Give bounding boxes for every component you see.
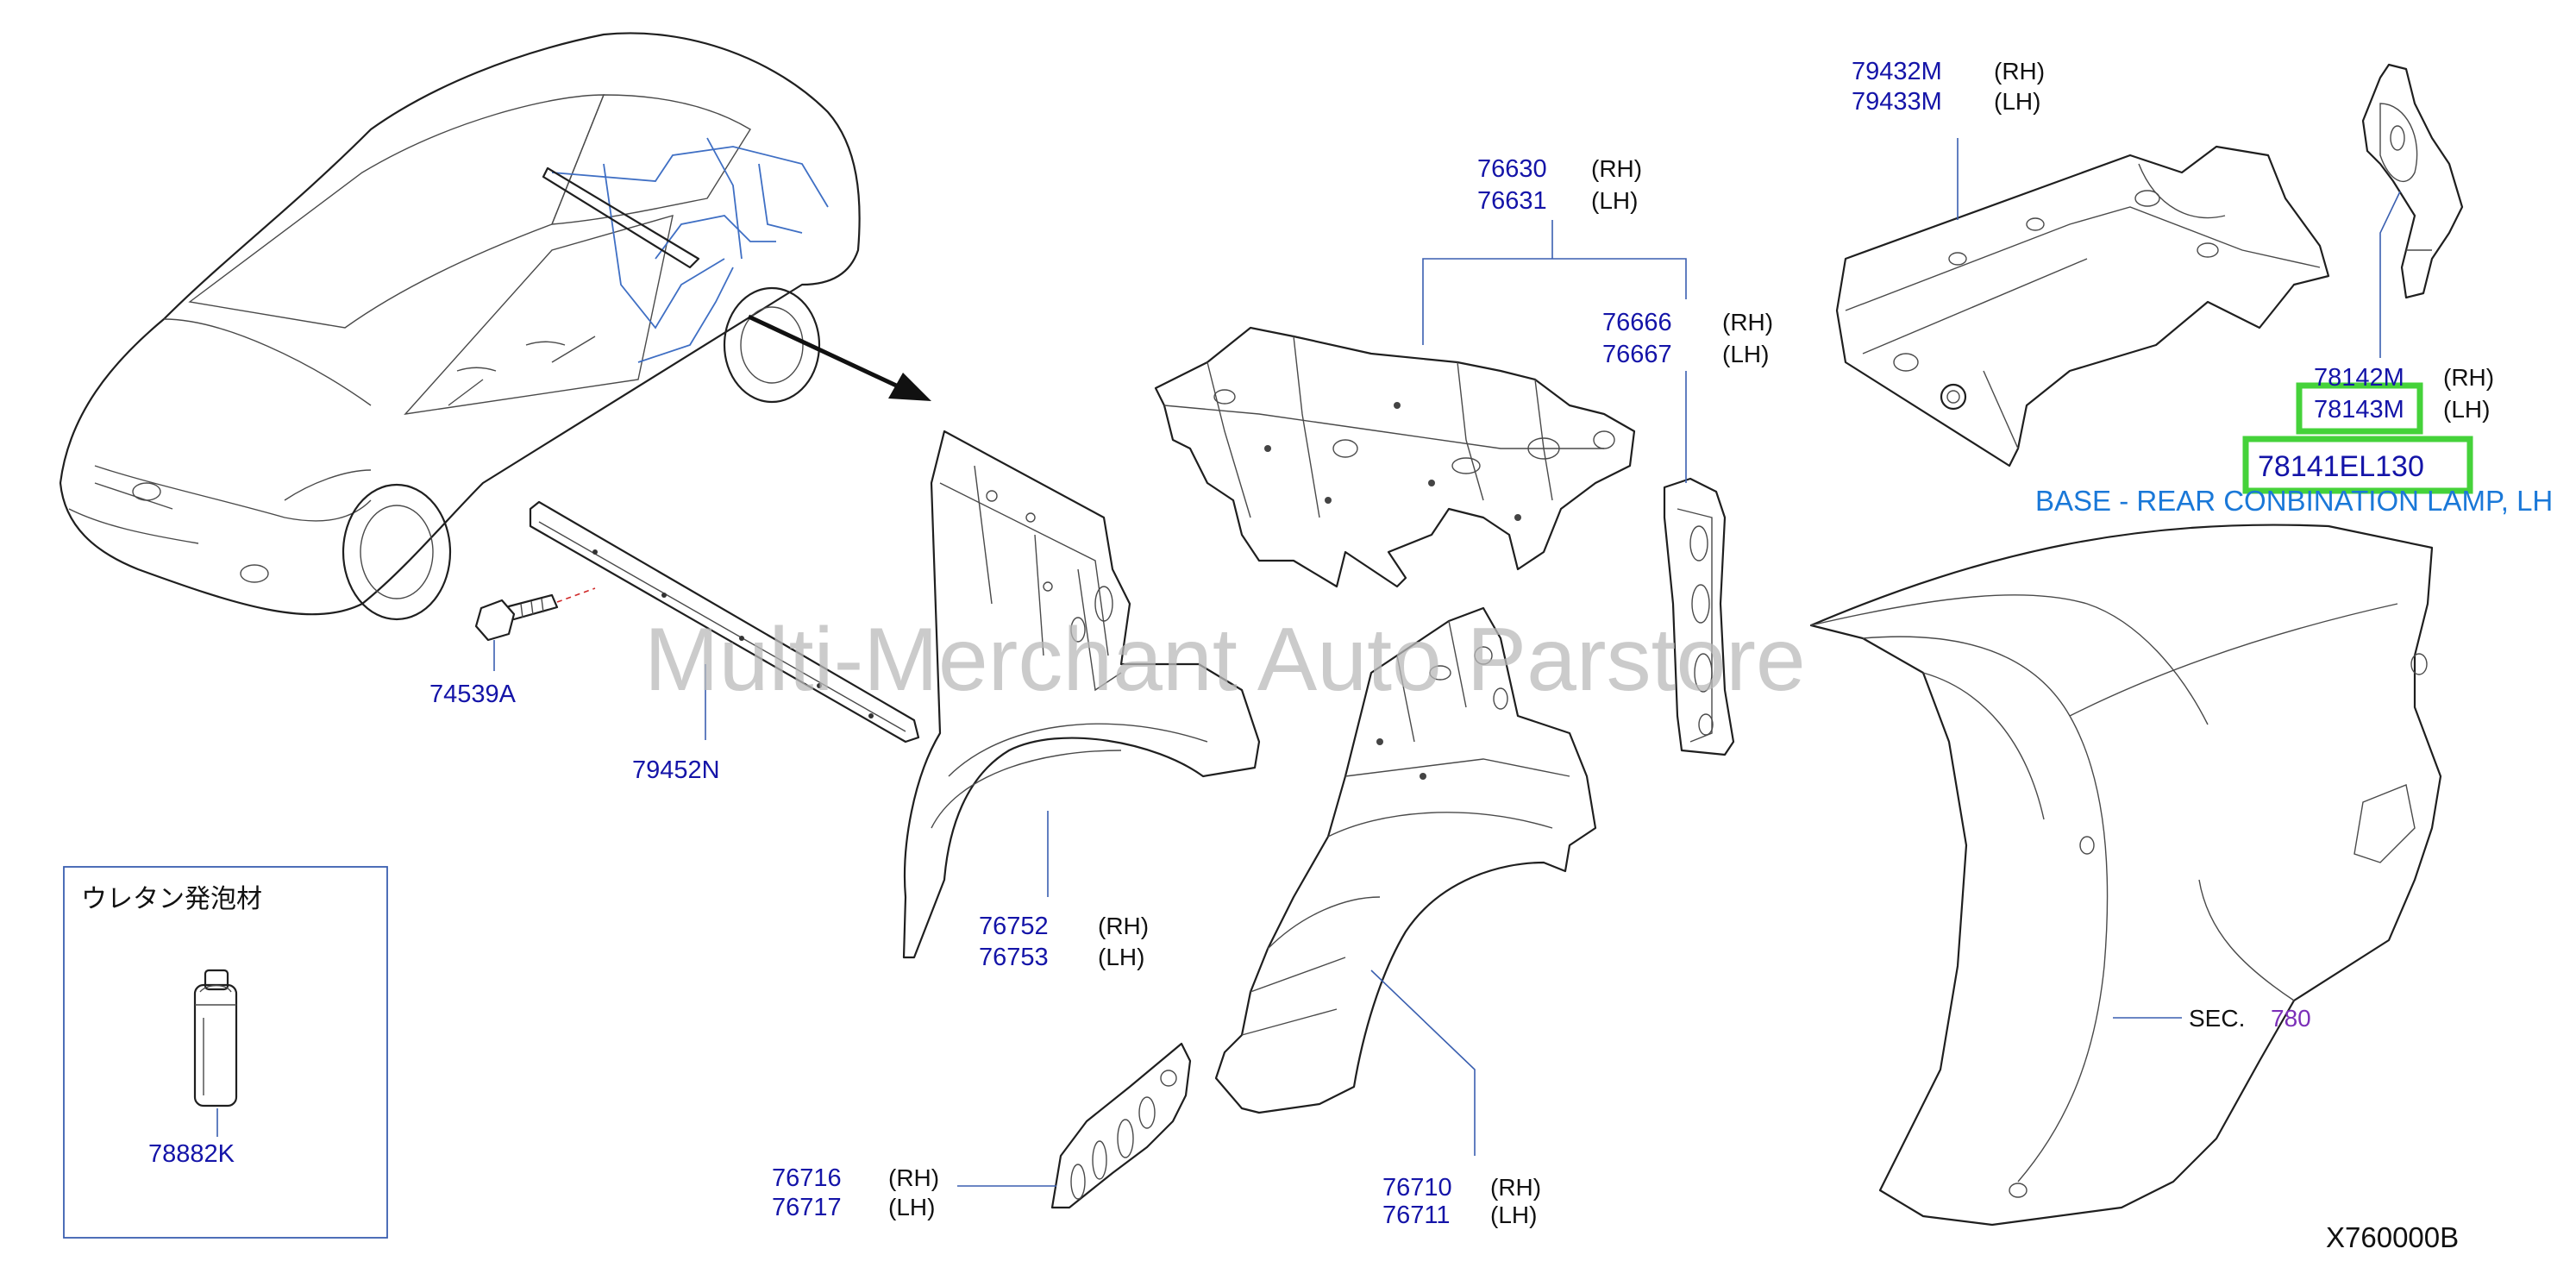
section-number-link[interactable]: 780: [2271, 1005, 2311, 1032]
label-76716-side: (RH): [888, 1164, 939, 1191]
label-76631-side: (LH): [1591, 187, 1638, 214]
label-79432m[interactable]: 79432M: [1852, 58, 1942, 85]
label-79432m-side: (RH): [1994, 58, 2045, 85]
label-76711[interactable]: 76711: [1382, 1202, 1451, 1229]
highlight-box-78143m: [2296, 382, 2423, 435]
label-79433m-side: (LH): [1994, 88, 2040, 115]
label-76716[interactable]: 76716: [772, 1164, 842, 1192]
label-76753[interactable]: 76753: [979, 944, 1049, 971]
label-76666[interactable]: 76666: [1602, 309, 1672, 336]
label-76710[interactable]: 76710: [1382, 1174, 1452, 1202]
car-overview: [59, 32, 861, 621]
label-76710-side: (RH): [1490, 1174, 1541, 1201]
label-76753-side: (LH): [1098, 944, 1144, 970]
highlight-box-78141el130: [2242, 436, 2473, 494]
label-79452n[interactable]: 79452N: [632, 756, 720, 784]
part-wheelhouse-inner: [1214, 606, 1597, 1156]
selected-part-number[interactable]: 78141EL130: [2258, 450, 2424, 483]
label-76666-side: (RH): [1722, 309, 1773, 336]
label-74539a[interactable]: 74539A: [429, 681, 517, 708]
label-78142m-side: (RH): [2443, 364, 2494, 391]
label-78143m-side: (LH): [2443, 396, 2490, 423]
pointer-arrow: [747, 314, 931, 401]
part-body-side-outer: [1809, 524, 2442, 1227]
foam-can: [193, 969, 238, 1107]
part-rear-floor: [1835, 138, 2330, 467]
part-pillar-reinforcement: [1663, 371, 1735, 756]
label-76717-side: (LH): [888, 1194, 935, 1220]
label-78882k[interactable]: 78882K: [148, 1140, 235, 1168]
label-76630[interactable]: 76630: [1477, 155, 1547, 183]
inset-caption: ウレタン発泡材: [81, 885, 262, 913]
label-76752[interactable]: 76752: [979, 913, 1049, 940]
label-76667-side: (LH): [1722, 341, 1769, 367]
label-76631[interactable]: 76631: [1477, 187, 1547, 215]
label-79433m[interactable]: 79433M: [1852, 88, 1942, 116]
part-rail: [529, 500, 920, 744]
section-label: SEC.: [2189, 1005, 2245, 1032]
diagram-code: X760000B: [2326, 1221, 2459, 1253]
label-78143m[interactable]: 78143M: [2314, 396, 2404, 424]
selected-part-description: BASE - REAR CONBINATION LAMP, LH: [2035, 485, 2553, 517]
label-76752-side: (RH): [1098, 913, 1149, 939]
part-lamp-bracket: [2361, 63, 2464, 358]
watermark: Multi-Merchant Auto Parstore: [644, 610, 1806, 710]
part-bolt: [474, 587, 596, 671]
label-76630-side: (RH): [1591, 155, 1642, 182]
part-small-bracket: [957, 1042, 1192, 1209]
part-inner-panel: [1154, 220, 1687, 588]
label-78142m[interactable]: 78142M: [2314, 364, 2404, 392]
part-wheelhouse-outer: [902, 430, 1261, 959]
label-76717[interactable]: 76717: [772, 1194, 842, 1221]
label-76667[interactable]: 76667: [1602, 341, 1672, 368]
label-76711-side: (LH): [1490, 1202, 1537, 1228]
inset-box: [63, 866, 388, 1239]
